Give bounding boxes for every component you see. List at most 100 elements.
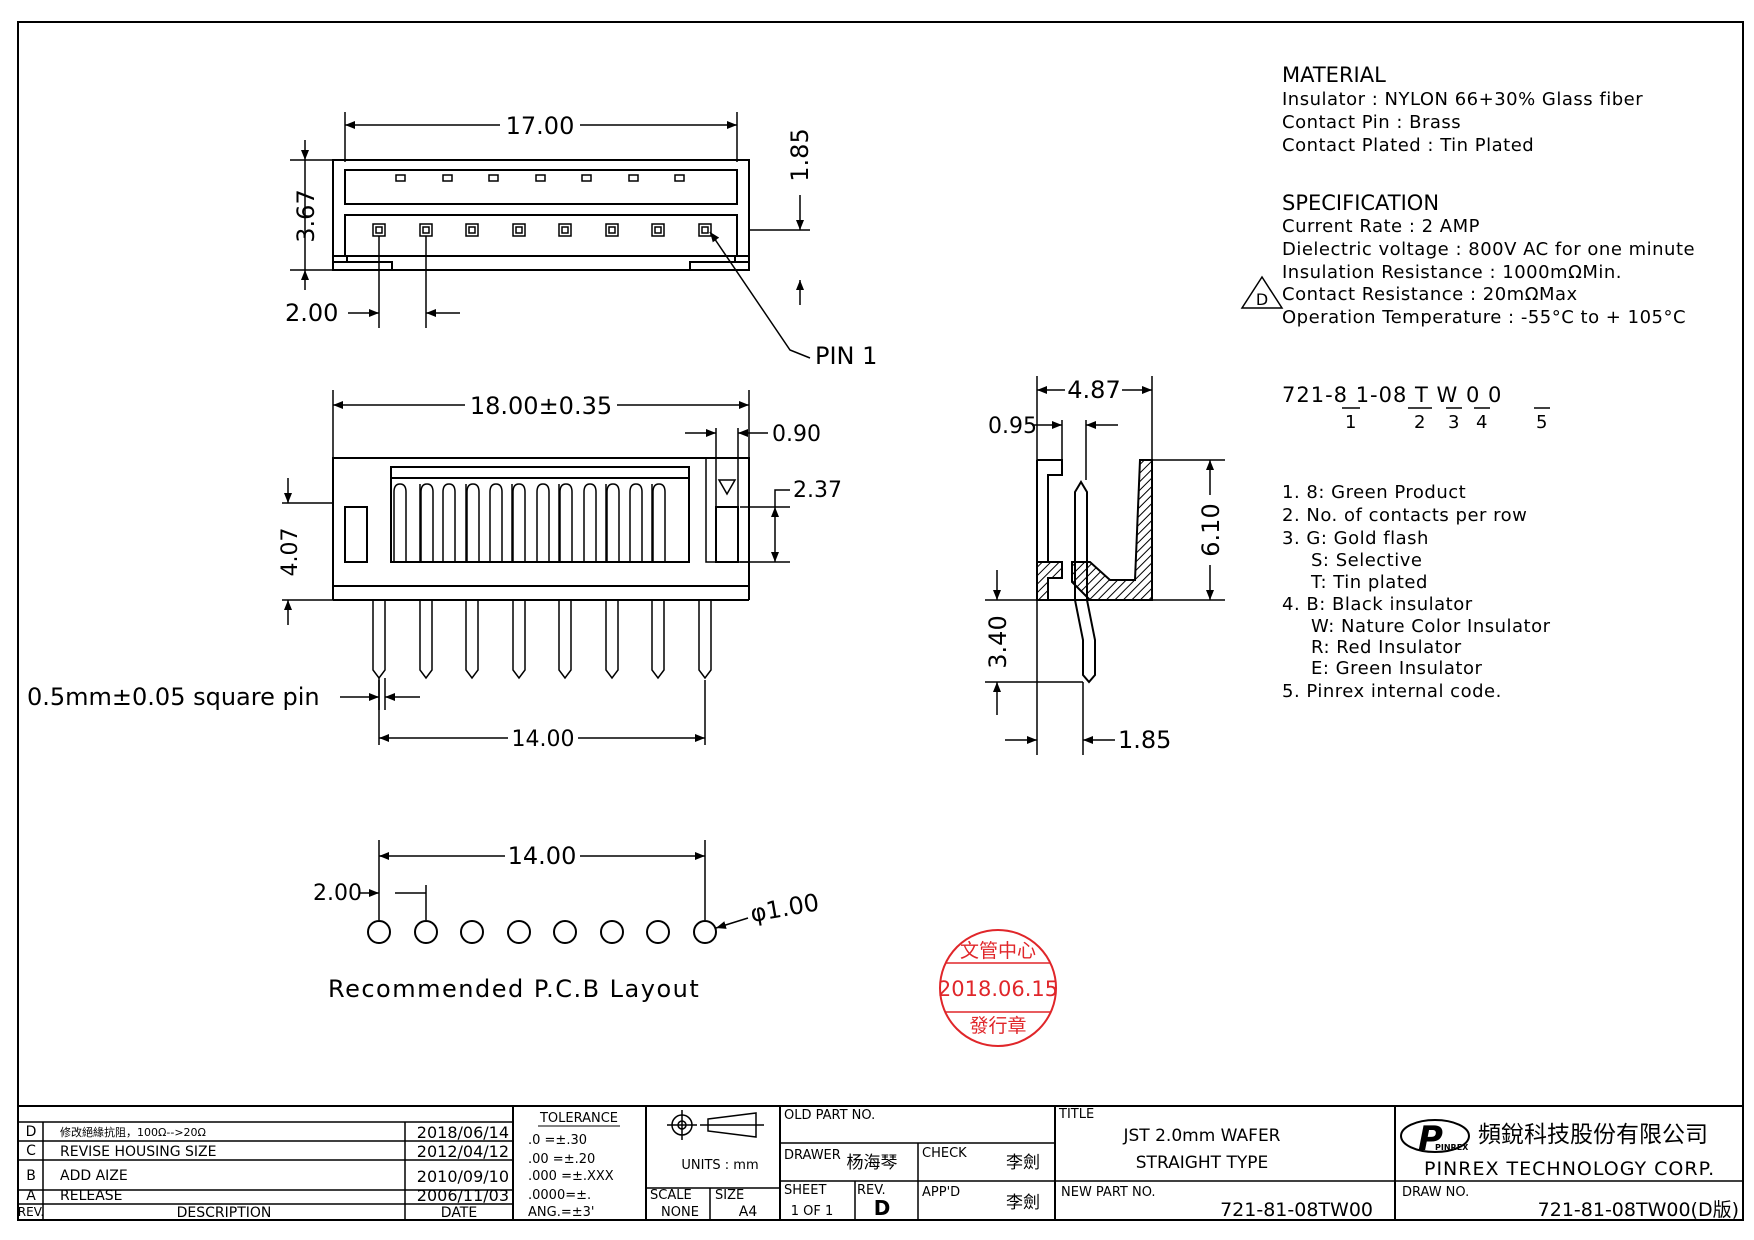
rev-col-header: REV.: [18, 1205, 44, 1219]
legend-line-9: E: Green Insulator: [1311, 658, 1482, 679]
material-line-1: Insulator : NYLON 66+30% Glass fiber: [1282, 89, 1643, 110]
material-heading: MATERIAL: [1282, 63, 1386, 87]
legend-line-10: 5. Pinrex internal code.: [1282, 681, 1502, 702]
rev-value: D: [874, 1196, 891, 1220]
appd-name: 李劍: [1006, 1193, 1040, 1213]
legend-line-5: T: Tin plated: [1310, 572, 1428, 593]
rev-B-code: B: [26, 1168, 36, 1184]
draw-no-value: 721-81-08TW00(D版): [1538, 1199, 1739, 1221]
stamp-top: 文管中心: [960, 940, 1036, 962]
dim-2-37: 2.37: [793, 478, 842, 503]
company-name-cn: 頻銳科技股份有限公司: [1478, 1122, 1708, 1148]
dim-0-90: 0.90: [772, 422, 821, 447]
legend-line-2: 2. No. of contacts per row: [1282, 505, 1527, 526]
dim-3-67: 3.67: [292, 189, 320, 242]
top-lower-pins: [372, 223, 712, 237]
dim-3-40: 3.40: [984, 615, 1012, 668]
rev-B-date: 2010/09/10: [417, 1167, 509, 1186]
rev-D-desc: 修改絕緣抗阻，100Ω-->20Ω: [60, 1125, 206, 1139]
title-block: [18, 1105, 1743, 1220]
title-line-2: STRAIGHT TYPE: [1136, 1153, 1268, 1173]
material-line-2: Contact Pin : Brass: [1282, 112, 1461, 133]
spec-line-5: Operation Temperature : -55°C to + 105°C: [1282, 307, 1686, 328]
rev-C-date: 2012/04/12: [417, 1142, 509, 1161]
rev-A-date: 2006/11/03: [417, 1186, 509, 1205]
size-value: A4: [739, 1204, 758, 1220]
appd-label: APP'D: [922, 1185, 960, 1200]
front-pins: [372, 600, 712, 680]
pcb-layout: [360, 840, 749, 944]
part-code-index-3: 3: [1448, 412, 1460, 433]
title-label: TITLE: [1058, 1107, 1094, 1122]
title-line-1: JST 2.0mm WAFER: [1123, 1126, 1281, 1146]
dim-17-00: 17.00: [506, 112, 575, 140]
spec-line-2: Dielectric voltage : 800V AC for one min…: [1282, 239, 1695, 260]
rev-label: REV.: [857, 1183, 886, 1198]
rev-A-code: A: [26, 1188, 36, 1204]
tolerance-line-2: .00 =±.20: [528, 1152, 595, 1167]
spec-heading: SPECIFICATION: [1282, 191, 1439, 215]
drawing-border: [17, 21, 1744, 1221]
rev-triangle-icon: [1240, 275, 1284, 309]
dim-14-00-pcb: 14.00: [508, 842, 577, 870]
company-name-en: PINREX TECHNOLOGY CORP.: [1424, 1158, 1715, 1180]
part-code-index-4: 4: [1476, 412, 1488, 433]
drawer-label: DRAWER: [784, 1148, 841, 1163]
dim-0-95: 0.95: [988, 414, 1037, 439]
date-col-header: DATE: [441, 1205, 477, 1221]
legend-line-3: 3. G: Gold flash: [1282, 528, 1429, 549]
legend-line-1: 1. 8: Green Product: [1282, 482, 1466, 503]
tolerance-heading: TOLERANCE: [539, 1111, 618, 1126]
rev-triangle-mark: D: [1256, 290, 1268, 309]
dim-2-00-pcb: 2.00: [313, 881, 362, 906]
rev-C-desc: REVISE HOUSING SIZE: [60, 1144, 217, 1160]
front-view: [282, 390, 790, 745]
draw-no-label: DRAW NO.: [1402, 1185, 1469, 1200]
front-pin-slots: [393, 483, 666, 562]
dim-4-07: 4.07: [278, 528, 303, 577]
rev-D-date: 2018/06/14: [417, 1123, 509, 1142]
tolerance-line-5: ANG.=±3': [528, 1205, 594, 1220]
dim-14-00-front: 14.00: [512, 727, 575, 752]
material-line-3: Contact Plated : Tin Plated: [1282, 135, 1534, 156]
material-notes: MATERIAL Insulator : NYLON 66+30% Glass …: [1282, 63, 1643, 156]
part-code: 721-8 1-08 T W 0 0 1 2 3 4 5: [1282, 383, 1550, 433]
top-view: [290, 112, 811, 359]
dim-hole-dia: φ1.00: [748, 888, 821, 928]
desc-col-header: DESCRIPTION: [177, 1205, 272, 1221]
rev-B-desc: ADD AIZE: [60, 1168, 128, 1184]
logo-letter-icon: P: [1418, 1119, 1443, 1159]
dim-18-00: 18.00±0.35: [470, 392, 612, 420]
spec-line-3: Insulation Resistance : 1000mΩMin.: [1282, 262, 1622, 283]
stamp-bottom: 發行章: [969, 1015, 1026, 1037]
dim-6-10: 6.10: [1197, 503, 1225, 556]
specification-notes: SPECIFICATION Current Rate : 2 AMP Diele…: [1240, 191, 1695, 328]
scale-value: NONE: [661, 1205, 699, 1220]
dim-1-85-side: 1.85: [1118, 726, 1171, 754]
dim-4-87: 4.87: [1067, 376, 1120, 404]
check-name: 李劍: [1006, 1153, 1040, 1173]
pin1-label: PIN 1: [815, 342, 877, 370]
rev-D-code: D: [26, 1124, 37, 1140]
size-label: SIZE: [715, 1188, 744, 1203]
legend-line-7: W: Nature Color Insulator: [1311, 616, 1551, 637]
spec-line-4: Contact Resistance : 20mΩMax: [1282, 284, 1578, 305]
top-upper-pin-marks: [395, 174, 685, 182]
dim-1-85-top: 1.85: [786, 128, 814, 181]
new-part-label: NEW PART NO.: [1061, 1185, 1156, 1200]
drawer-name: 杨海琴: [847, 1153, 898, 1173]
scale-label: SCALE: [650, 1188, 692, 1203]
company-logo: P PINREX: [1400, 1119, 1470, 1159]
check-label: CHECK: [922, 1146, 967, 1161]
legend-line-6: 4. B: Black insulator: [1282, 594, 1473, 615]
tolerance-line-1: .0 =±.30: [528, 1133, 587, 1148]
rev-C-code: C: [26, 1143, 36, 1159]
units-text: UNITS : mm: [681, 1158, 758, 1173]
logo-text: PINREX: [1435, 1143, 1469, 1152]
rev-A-desc: RELEASE: [60, 1188, 123, 1204]
release-stamp: 文管中心 2018.06.15 發行章: [938, 929, 1058, 1047]
side-view: [985, 376, 1225, 755]
part-code-index-5: 5: [1536, 412, 1548, 433]
part-code-index-1: 1: [1345, 412, 1357, 433]
